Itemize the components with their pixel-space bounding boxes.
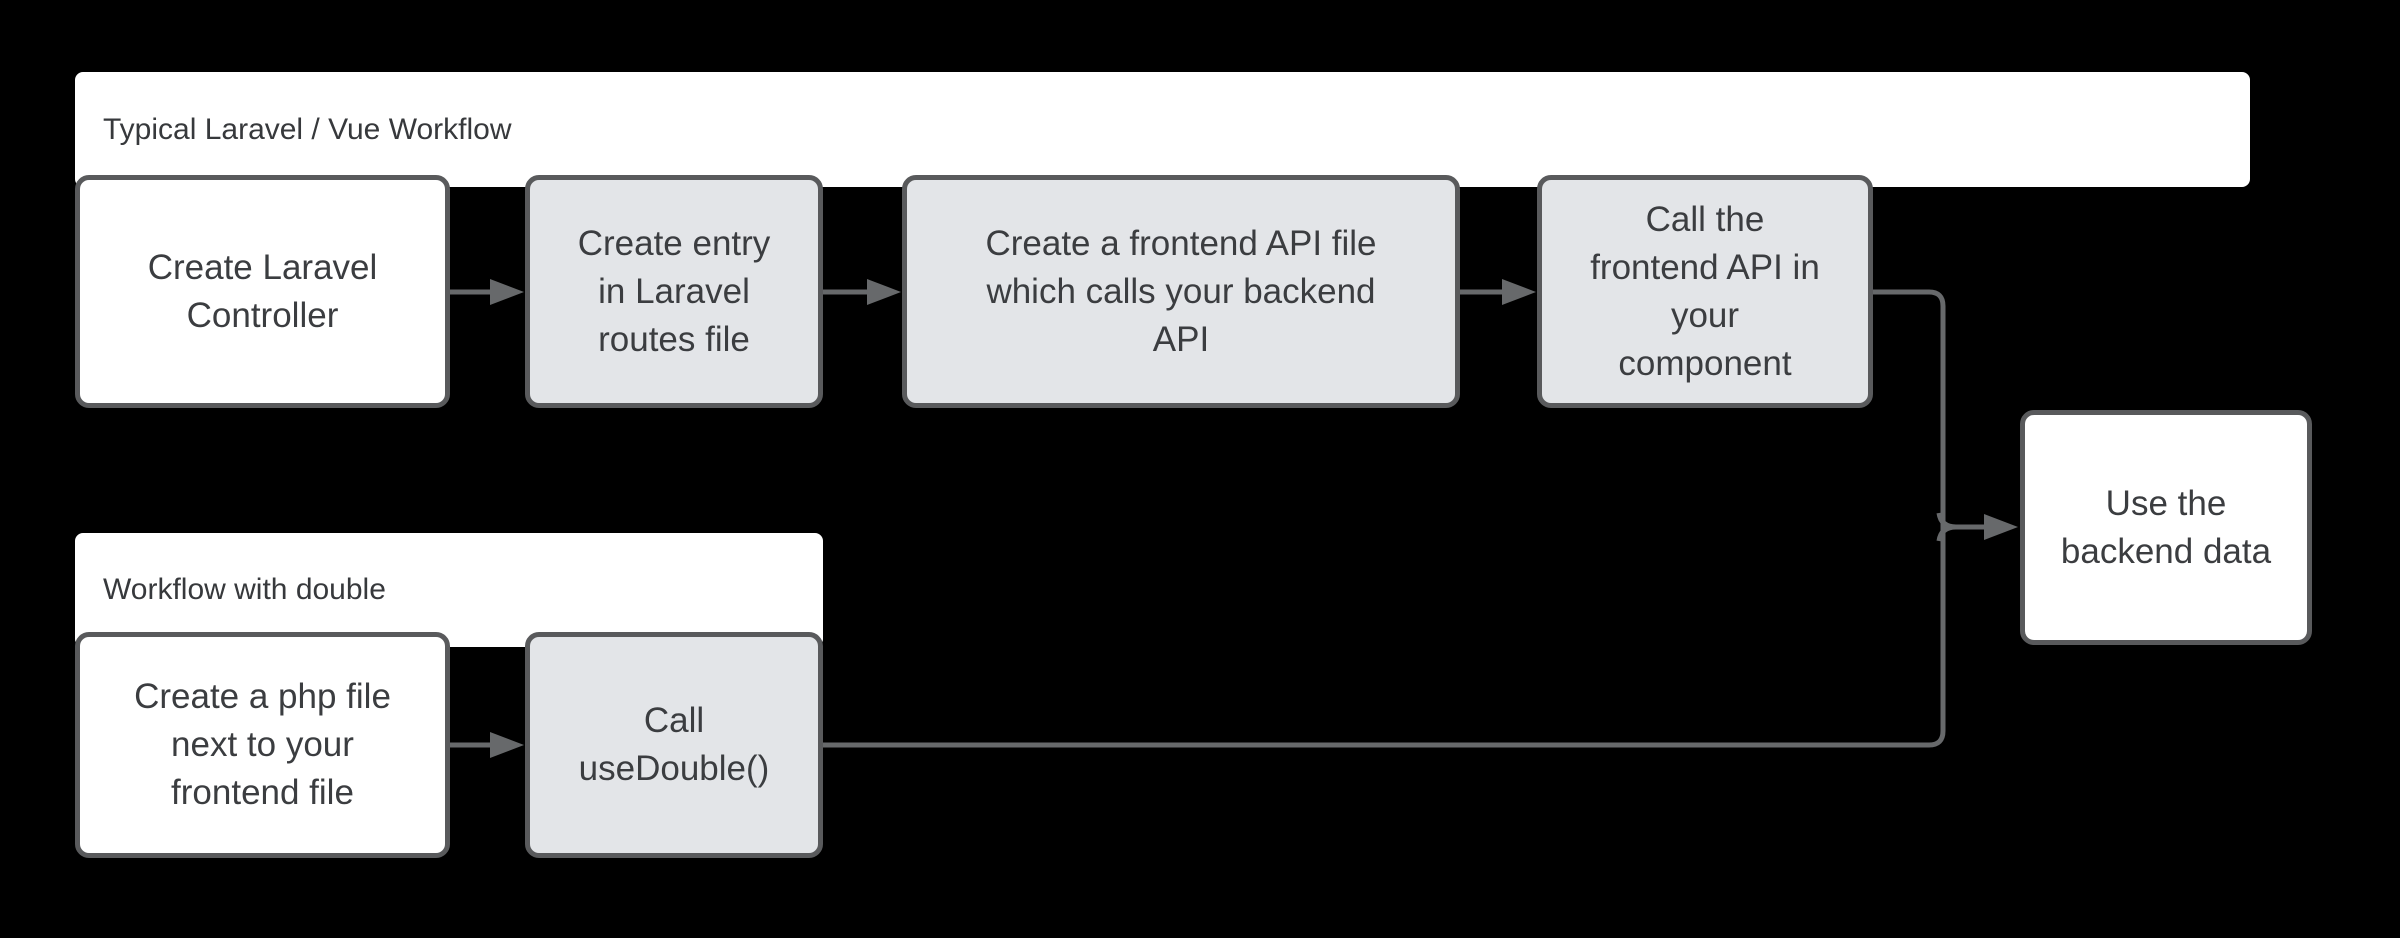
arrowhead-into-api-file <box>867 279 901 305</box>
lane-title: Workflow with double <box>103 573 386 606</box>
node-call-usedouble: Call useDouble() <box>525 632 823 858</box>
node-create-entry-routes: Create entry in Laravel routes file <box>525 175 823 408</box>
arrowhead-into-call-api <box>1502 279 1536 305</box>
arrowhead-into-routes <box>490 279 524 305</box>
lane-workflow-with-double: Workflow with double <box>75 533 823 647</box>
node-create-php-file: Create a php file next to your frontend … <box>75 632 450 858</box>
arrowhead-into-usedouble <box>490 732 524 758</box>
node-create-laravel-controller: Create Laravel Controller <box>75 175 450 408</box>
lane-typical-laravel-vue-workflow: Typical Laravel / Vue Workflow <box>75 72 2250 187</box>
node-use-backend-data: Use the backend data <box>2020 410 2312 645</box>
node-create-frontend-api-file: Create a frontend API file which calls y… <box>902 175 1460 408</box>
arrowhead-into-use-data <box>1984 514 2018 540</box>
node-call-frontend-api: Call the frontend API in your component <box>1537 175 1873 408</box>
lane-title: Typical Laravel / Vue Workflow <box>103 112 512 146</box>
